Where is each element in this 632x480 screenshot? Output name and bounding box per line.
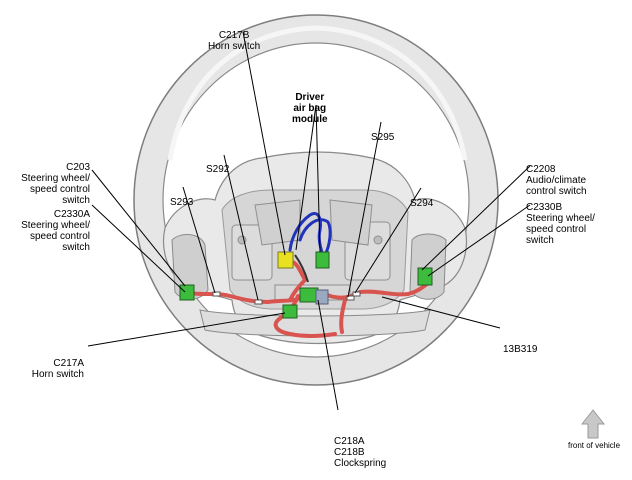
label-s295: S295 xyxy=(371,132,395,143)
label-s292: S292 xyxy=(206,164,230,175)
label-13b319: 13B319 xyxy=(503,344,538,355)
c217a-connector xyxy=(282,304,298,319)
c218-connector xyxy=(299,287,319,303)
steering-wheel-diagram xyxy=(87,14,606,439)
c203-connector xyxy=(179,284,195,301)
airbag-connector xyxy=(315,251,330,269)
front-arrow-icon xyxy=(580,409,606,439)
c2208-connector xyxy=(417,267,433,286)
dark-wire xyxy=(294,254,309,283)
splice-markers xyxy=(212,291,361,305)
c217b-connector xyxy=(277,251,294,269)
leader-lines xyxy=(87,31,531,411)
label-s294: S294 xyxy=(410,198,434,209)
rim-highlight xyxy=(167,25,468,161)
hub-structure xyxy=(231,199,391,301)
label-s293: S293 xyxy=(170,197,194,208)
clockspring-block xyxy=(315,289,329,305)
front-of-vehicle-label: front of vehicle xyxy=(568,441,621,450)
lower-spoke xyxy=(199,309,431,337)
